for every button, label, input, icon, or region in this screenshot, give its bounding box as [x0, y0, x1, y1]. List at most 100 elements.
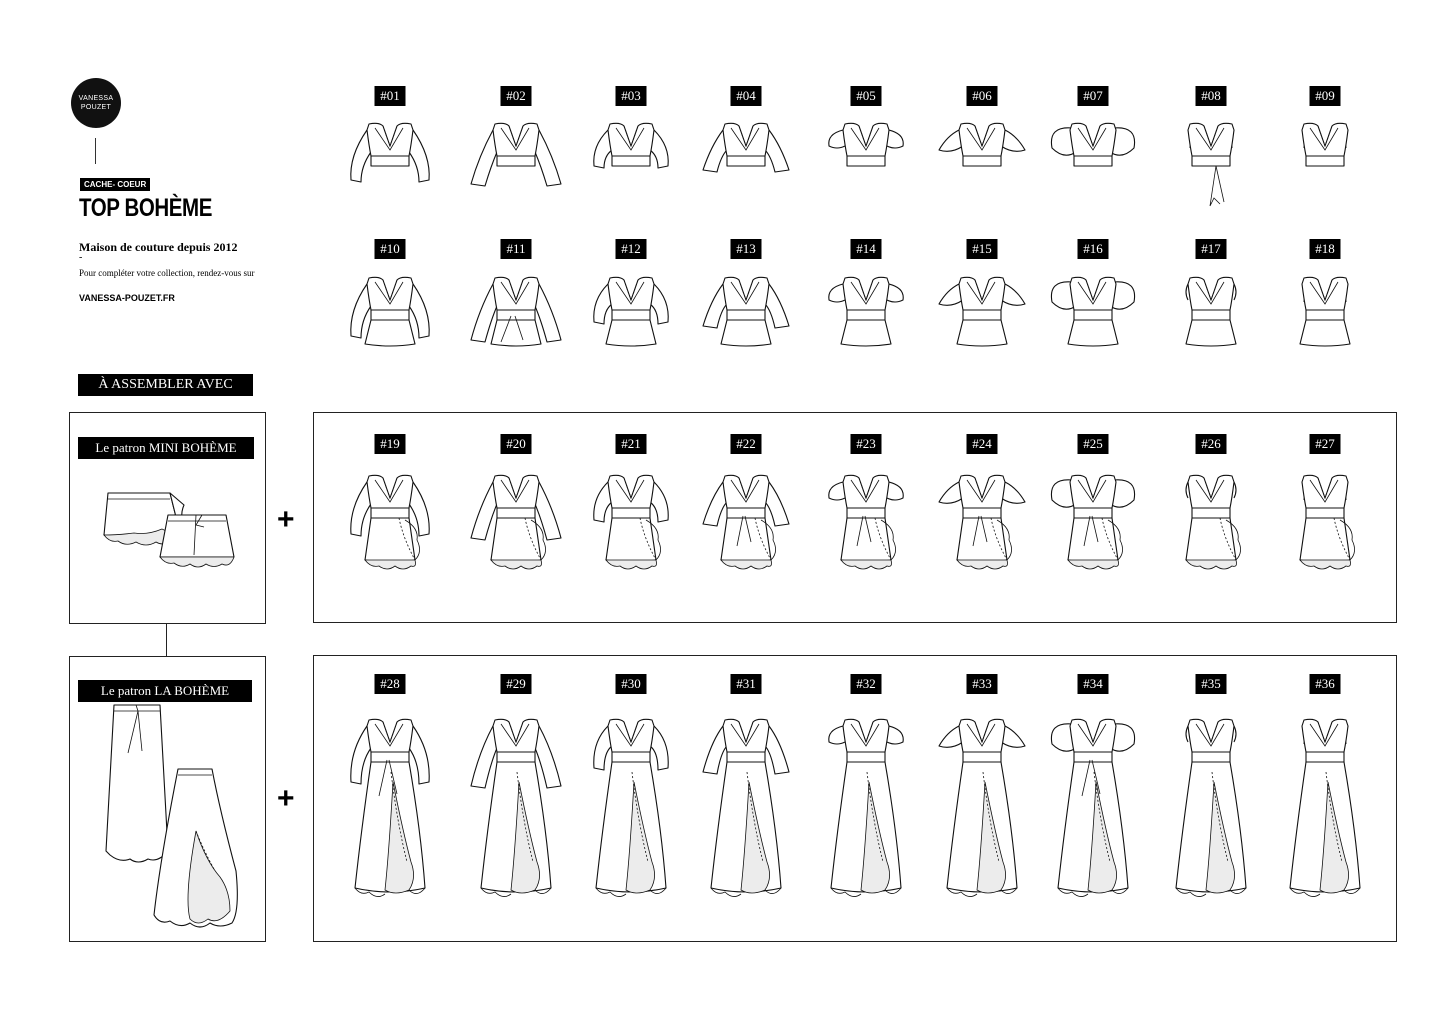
garment-drawing — [470, 718, 562, 897]
variant-top-sketch[interactable] — [1280, 116, 1370, 214]
variant-number: #32 — [850, 674, 882, 694]
variant-maxi-sketch[interactable] — [470, 712, 562, 904]
variant-peplum-sketch[interactable] — [821, 270, 911, 362]
garment-drawing — [350, 718, 430, 897]
variant-number: #17 — [1195, 239, 1227, 259]
variant-mini-sketch[interactable] — [1166, 468, 1256, 586]
garment-drawing — [1050, 718, 1136, 897]
variant-number: #03 — [615, 86, 647, 106]
variant-mini-sketch[interactable] — [1048, 468, 1138, 586]
variant-number: #24 — [966, 434, 998, 454]
variant-number: #35 — [1195, 674, 1227, 694]
variant-peplum-sketch[interactable] — [345, 270, 435, 362]
variant-peplum-sketch[interactable] — [701, 270, 791, 362]
brand-logo: VANESSA POUZET — [71, 78, 121, 128]
variant-maxi-sketch[interactable] — [821, 712, 911, 904]
variant-maxi-sketch[interactable] — [1166, 712, 1256, 904]
variant-number: #27 — [1309, 434, 1341, 454]
variant-number: #28 — [374, 674, 406, 694]
variant-peplum-sketch[interactable] — [937, 270, 1027, 362]
variant-peplum-sketch[interactable] — [1048, 270, 1138, 362]
page-title: TOP BOHÈME — [79, 194, 212, 222]
variant-number: #10 — [374, 239, 406, 259]
variant-maxi-sketch[interactable] — [1280, 712, 1370, 904]
garment-drawing — [938, 276, 1026, 347]
garment-drawing — [1299, 276, 1351, 347]
garment-drawing — [1187, 122, 1235, 207]
variant-mini-sketch[interactable] — [586, 468, 676, 586]
variant-maxi-sketch[interactable] — [937, 712, 1027, 904]
logo-divider — [95, 138, 96, 164]
mini-skirt-illustration — [103, 492, 235, 568]
category-badge: CACHE- COEUR — [80, 178, 151, 191]
plus-mini: + — [277, 503, 295, 536]
variant-top-sketch[interactable] — [1048, 116, 1138, 214]
patron-mini-label: Le patron MINI BOHÈME — [78, 437, 254, 459]
variant-top-sketch[interactable] — [821, 116, 911, 214]
variant-peplum-sketch[interactable] — [586, 270, 676, 362]
variant-top-sketch[interactable] — [701, 116, 791, 214]
variant-top-sketch[interactable] — [937, 116, 1027, 214]
garment-drawing — [1289, 718, 1361, 897]
variant-top-sketch[interactable] — [345, 116, 435, 214]
garment-drawing — [593, 122, 669, 169]
variant-maxi-sketch[interactable] — [701, 712, 791, 904]
variant-number: #33 — [966, 674, 998, 694]
variant-number: #15 — [966, 239, 998, 259]
variant-peplum-sketch[interactable] — [1166, 270, 1256, 362]
garment-drawing — [1301, 122, 1349, 167]
garment-drawing — [702, 474, 790, 570]
variant-number: #20 — [500, 434, 532, 454]
variant-number: #09 — [1309, 86, 1341, 106]
variant-number: #21 — [615, 434, 647, 454]
variant-number: #04 — [730, 86, 762, 106]
assemble-heading: À ASSEMBLER AVEC — [78, 374, 253, 396]
garment-drawing — [1175, 718, 1247, 897]
variant-number: #16 — [1077, 239, 1109, 259]
variant-top-sketch[interactable] — [1166, 116, 1256, 214]
garment-drawing — [470, 122, 562, 187]
maxi-dress-frame — [313, 655, 1397, 942]
variant-number: #18 — [1309, 239, 1341, 259]
variant-mini-sketch[interactable] — [1280, 468, 1370, 586]
separator-dash: - — [79, 252, 83, 263]
garment-drawing — [1050, 276, 1136, 347]
variant-maxi-sketch[interactable] — [586, 712, 676, 904]
garment-drawing — [1050, 474, 1136, 570]
website-link[interactable]: VANESSA-POUZET.FR — [79, 293, 175, 303]
garment-drawing — [1185, 474, 1241, 570]
variant-number: #34 — [1077, 674, 1109, 694]
variant-number: #23 — [850, 434, 882, 454]
variant-number: #07 — [1077, 86, 1109, 106]
variant-maxi-sketch[interactable] — [345, 712, 435, 904]
variant-peplum-sketch[interactable] — [470, 270, 562, 362]
variant-top-sketch[interactable] — [470, 116, 562, 214]
variant-number: #02 — [500, 86, 532, 106]
garment-drawing — [593, 718, 669, 897]
variant-number: #30 — [615, 674, 647, 694]
variant-mini-sketch[interactable] — [470, 468, 562, 586]
garment-drawing — [1185, 276, 1237, 347]
variant-number: #25 — [1077, 434, 1109, 454]
garment-drawing — [1050, 122, 1136, 167]
variant-number: #22 — [730, 434, 762, 454]
patron-la-card[interactable] — [69, 656, 266, 942]
variant-mini-sketch[interactable] — [701, 468, 791, 586]
logo-line-2: POUZET — [80, 104, 112, 111]
variant-number: #01 — [374, 86, 406, 106]
variant-number: #12 — [615, 239, 647, 259]
variant-number: #05 — [850, 86, 882, 106]
patron-connector — [166, 624, 167, 656]
variant-mini-sketch[interactable] — [821, 468, 911, 586]
variant-top-sketch[interactable] — [586, 116, 676, 214]
variant-number: #19 — [374, 434, 406, 454]
variant-maxi-sketch[interactable] — [1048, 712, 1138, 904]
variant-number: #08 — [1195, 86, 1227, 106]
garment-drawing — [470, 276, 562, 347]
logo-line-1: VANESSA — [78, 95, 114, 102]
variant-peplum-sketch[interactable] — [1280, 270, 1370, 362]
collection-text: Pour compléter votre collection, rendez-… — [79, 268, 255, 278]
garment-drawing — [350, 122, 430, 183]
variant-mini-sketch[interactable] — [345, 468, 435, 586]
variant-mini-sketch[interactable] — [937, 468, 1027, 586]
